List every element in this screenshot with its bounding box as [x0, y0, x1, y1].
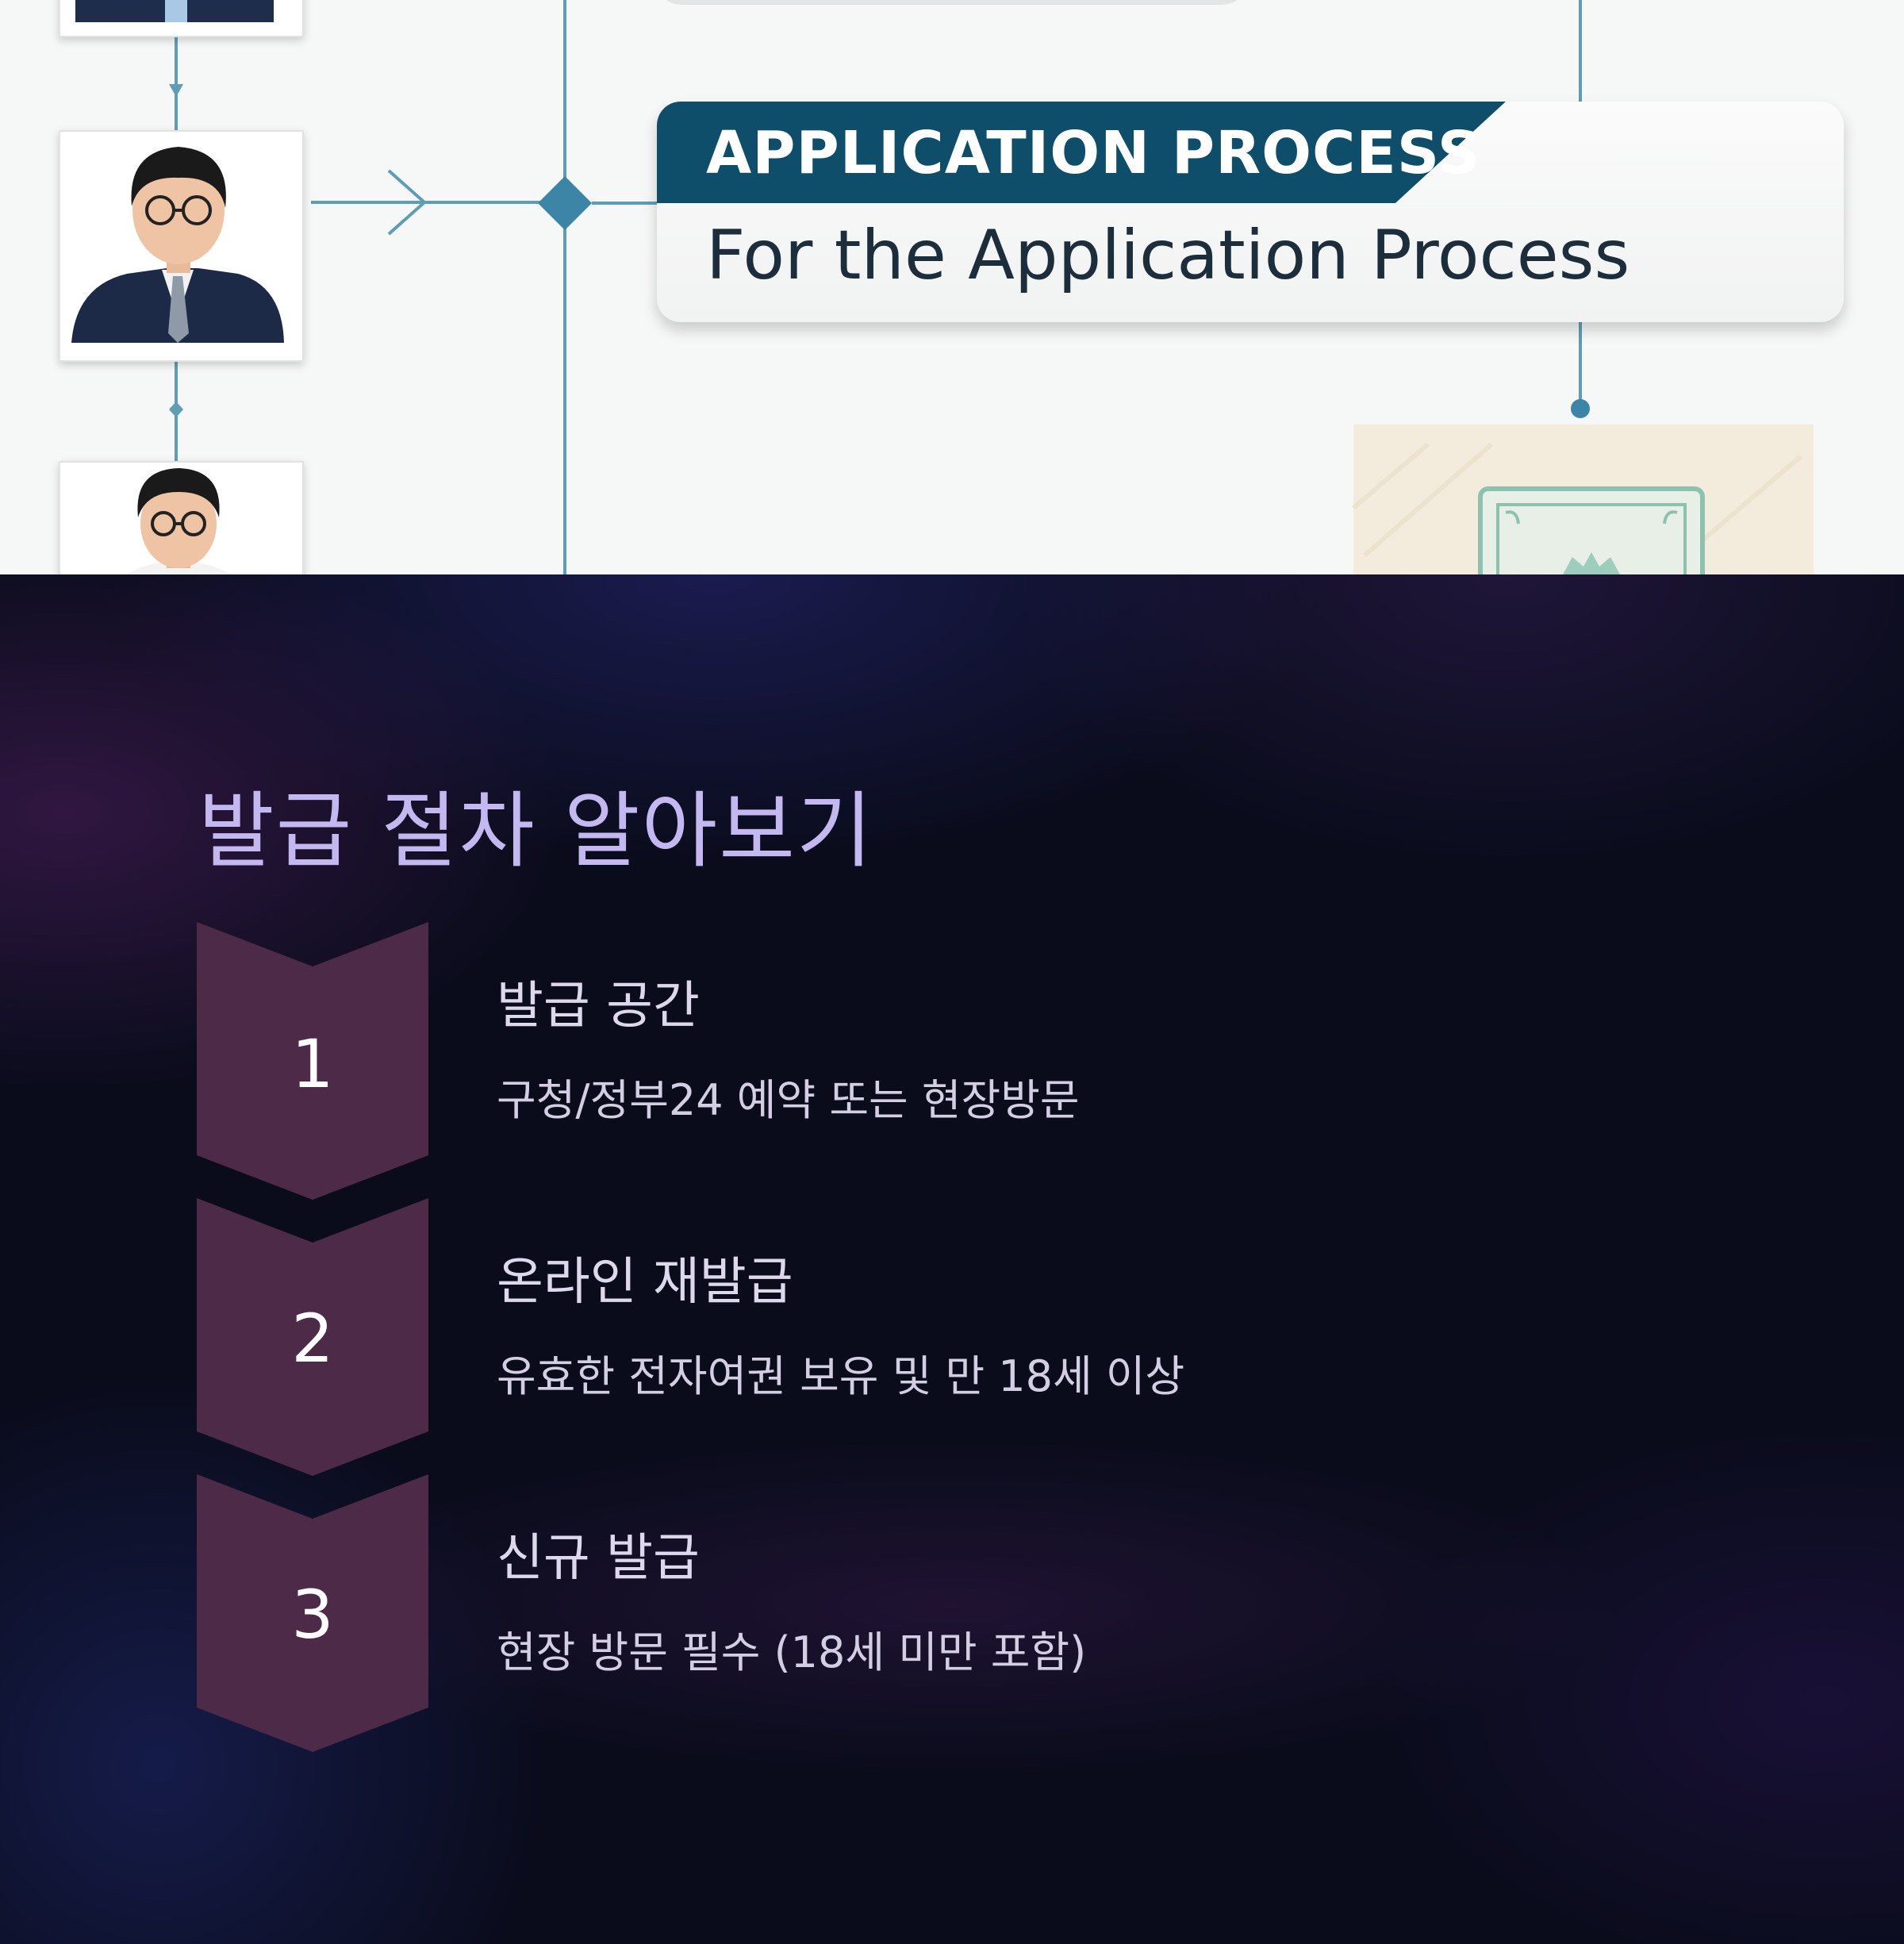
step-1-number: 1: [291, 1025, 334, 1103]
step-1-chevron: [197, 922, 428, 1200]
banner-subtitle: For the Application Process: [706, 216, 1630, 295]
certificate-illustration: [1352, 425, 1814, 574]
step-1-title: 발급 공간: [497, 977, 700, 1035]
process-banner-ribbon: [657, 102, 1506, 203]
step-3-number: 3: [291, 1576, 334, 1654]
step-2-title: 온라인 재발급: [497, 1253, 793, 1312]
step-3-title: 신규 발급: [497, 1529, 700, 1588]
step-3-chevron: [197, 1474, 428, 1752]
step-2-chevron: [197, 1198, 428, 1476]
slide-heading: 발급 절차 알아보기: [198, 782, 874, 879]
procedure-slide: 발급 절차 알아보기 1 발급 공간 구청/정부24 예약 또는 현장방문 2 …: [0, 574, 1904, 1944]
step-1-description: 구청/정부24 예약 또는 현장방문: [497, 1075, 1080, 1125]
step-2-description: 유효한 전자여권 보유 및 만 18세 이상: [497, 1351, 1185, 1401]
flowchart-graphics: [59, 0, 1814, 574]
step-3-description: 현장 방문 필수 (18세 미만 포함): [497, 1627, 1087, 1677]
flowchart-illustration: APPLICATION PROCESS For the Application …: [0, 0, 1904, 574]
banner-title: APPLICATION PROCESS: [706, 119, 1481, 187]
step-2-number: 2: [291, 1300, 334, 1377]
